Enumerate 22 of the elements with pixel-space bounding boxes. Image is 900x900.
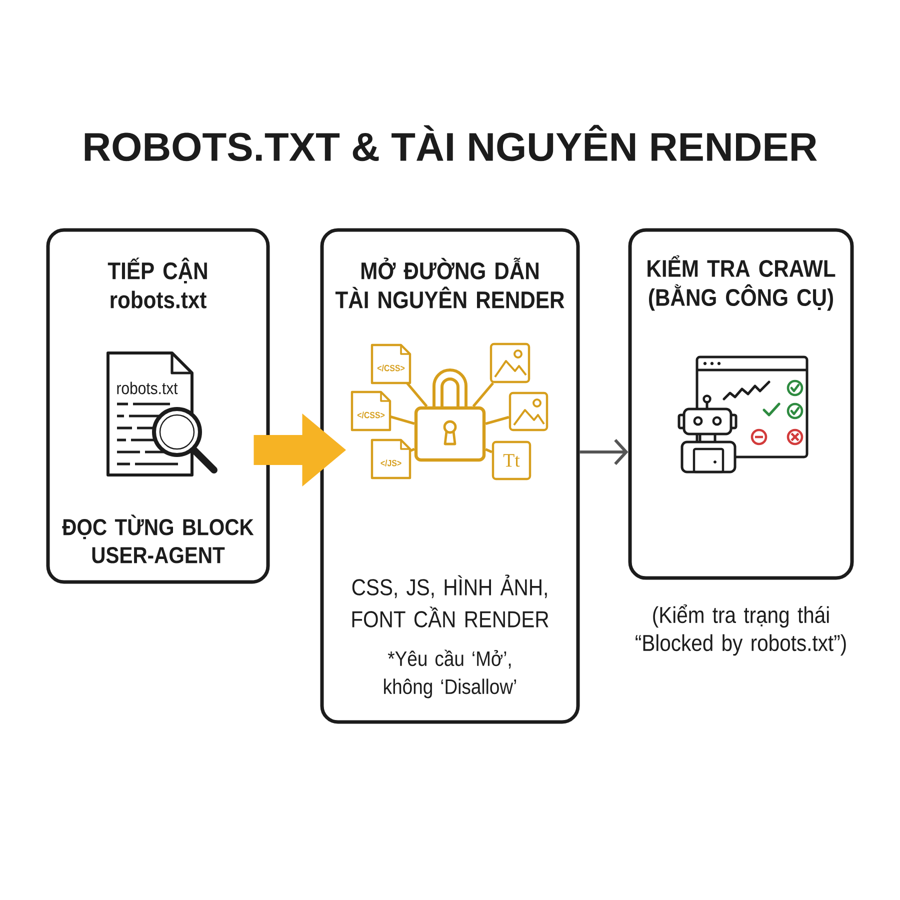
connector-line	[390, 415, 415, 425]
connector-line	[485, 448, 492, 454]
node-label: (Kiểm tra trạng thái “Blocked by robots.txt”)	[636, 604, 846, 656]
image-icon	[490, 342, 530, 384]
connector-line	[410, 448, 415, 452]
connector-line	[406, 382, 428, 408]
card-heading: MỞ ĐƯỜNG DẪN TÀI NGUYÊN RENDER	[335, 258, 564, 308]
connector-line	[485, 416, 510, 426]
file-tile: </JS>	[370, 438, 412, 480]
connector-line	[472, 382, 494, 408]
file-tile: </CSS>	[370, 344, 412, 384]
font-tile: Tt	[492, 440, 532, 480]
padlock-icon	[414, 368, 486, 462]
arrow	[580, 438, 628, 465]
image-icon	[508, 392, 548, 432]
file-tile: </CSS>	[350, 390, 392, 432]
card-heading: ĐỌC TỪNG BLOCK USER-AGENT	[62, 514, 254, 564]
card-heading: TIẾP CẬN robots.txt	[108, 258, 207, 308]
card-heading: KIỂM TRA CRAWL (BẰNG CÔNG CỤ)	[648, 255, 836, 311]
title: ROBOTS.TXT & TÀI NGUYÊN RENDER	[84, 124, 817, 162]
note-text: *Yêu cầu ‘Mở’, không ‘Disallow’	[384, 650, 516, 698]
card-text: CSS, JS, HÌNH ẢNH, FONT CẦN RENDER	[352, 574, 548, 628]
